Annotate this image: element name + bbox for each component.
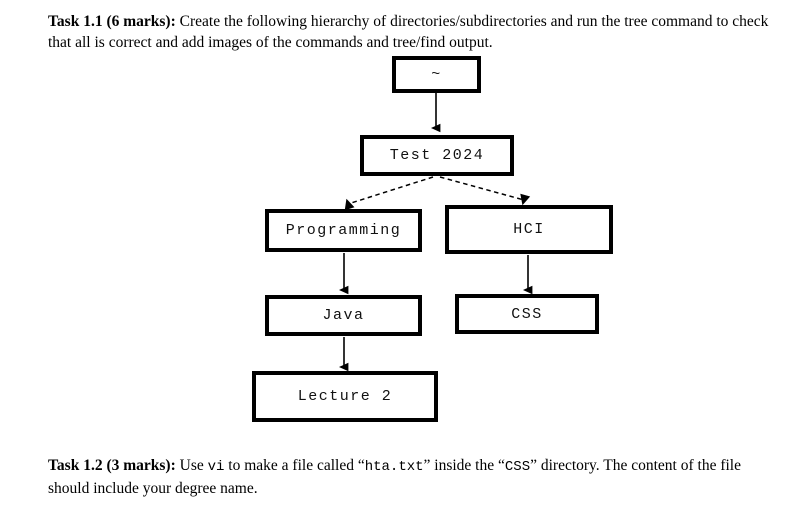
task-1-2-body-4: ” directory. The content of the file sho… — [48, 457, 741, 497]
task-1-2-body-2: to make a file called “ — [224, 457, 365, 474]
task-1-2-body-3: ” inside the “ — [423, 457, 505, 474]
task-1-2-paragraph: Task 1.2 (3 marks): Use vi to make a fil… — [48, 455, 772, 499]
node-programming-label: Programming — [285, 222, 402, 239]
node-programming: Programming — [265, 209, 422, 252]
task-1-1-label: Task 1.1 (6 marks): — [48, 13, 176, 30]
task-1-2-label: Task 1.2 (3 marks): — [48, 457, 176, 474]
node-test2024: Test 2024 — [360, 135, 514, 176]
task-1-2-directory: CSS — [504, 459, 531, 475]
edge-test2024-to-hci — [439, 176, 531, 206]
edge-test2024-to-programming — [344, 176, 434, 211]
node-hci-label: HCI — [513, 221, 545, 238]
node-java: Java — [265, 295, 422, 336]
node-home-label: ~ — [431, 66, 442, 83]
node-lecture2-label: Lecture 2 — [297, 388, 393, 405]
task-1-2-command-vi: vi — [207, 459, 225, 475]
node-java-label: Java — [322, 307, 365, 324]
task-1-2-body-1: Use — [175, 457, 208, 474]
node-css: CSS — [455, 294, 599, 334]
task-1-2-filename: hta.txt — [364, 459, 424, 475]
task-1-1-body: Create the following hierarchy of direct… — [48, 13, 769, 51]
node-css-label: CSS — [511, 305, 543, 323]
node-lecture2: Lecture 2 — [252, 371, 438, 422]
task-1-1-paragraph: Task 1.1 (6 marks): Create the following… — [48, 11, 772, 53]
node-hci: HCI — [445, 205, 613, 254]
node-test2024-label: Test 2024 — [389, 147, 485, 164]
node-home: ~ — [392, 56, 481, 93]
